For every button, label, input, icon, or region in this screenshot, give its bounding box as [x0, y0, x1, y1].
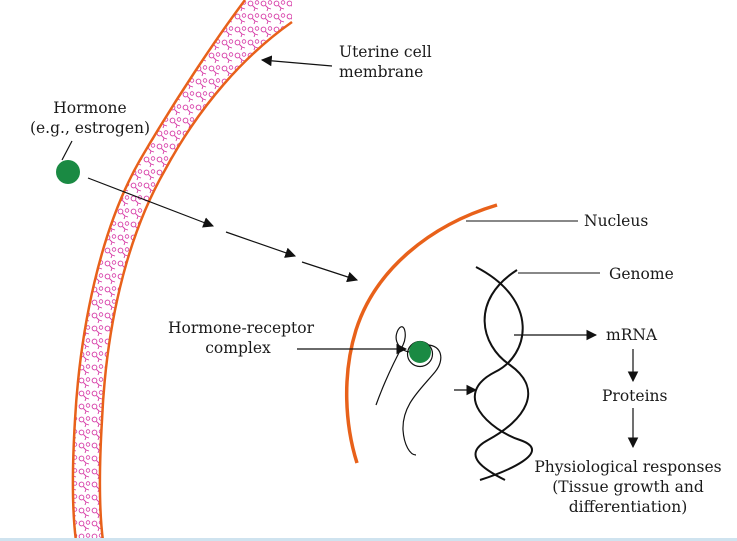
responses-label-line-1: Physiological responses [534, 458, 722, 476]
responses-label-line-2: (Tissue growth and [552, 478, 704, 496]
pathway-arrow-3 [301, 261, 359, 283]
membrane-outer-edge [71, 0, 247, 541]
membrane-pointer-arrow [260, 55, 333, 67]
genome-double-helix-icon [473, 266, 533, 481]
hormone-label: Hormone (e.g., estrogen) [25, 98, 155, 138]
cell-membrane [71, 0, 293, 541]
hormone-label-line [61, 140, 73, 161]
membrane-label: Uterine cell membrane [339, 42, 432, 82]
membrane-inner-edge [98, 20, 293, 541]
nucleus-label: Nucleus [584, 212, 649, 230]
complex-label-line-2: complex [205, 339, 271, 357]
bottom-divider [0, 538, 737, 541]
hormone-label-line-1: Hormone [53, 99, 127, 117]
pathway-arrow-2 [225, 231, 297, 258]
bound-hormone-circle-icon [409, 341, 431, 363]
complex-label: Hormone-receptor complex [168, 318, 315, 358]
genome-label: Genome [609, 265, 674, 283]
nucleus-envelope [345, 203, 498, 464]
mrna-label: mRNA [606, 326, 658, 344]
receptor-strand-icon [375, 326, 442, 456]
responses-label: Physiological responses (Tissue growth a… [518, 457, 737, 517]
membrane-label-line-2: membrane [339, 63, 424, 81]
hormone-label-line-2: (e.g., estrogen) [29, 119, 151, 137]
membrane-label-line-1: Uterine cell [339, 43, 432, 61]
pathway-arrow-1 [87, 177, 215, 228]
proteins-label: Proteins [602, 387, 668, 405]
complex-label-line-1: Hormone-receptor [168, 319, 315, 337]
responses-label-line-3: differentiation) [568, 498, 688, 516]
hormone-circle-icon [56, 160, 80, 184]
